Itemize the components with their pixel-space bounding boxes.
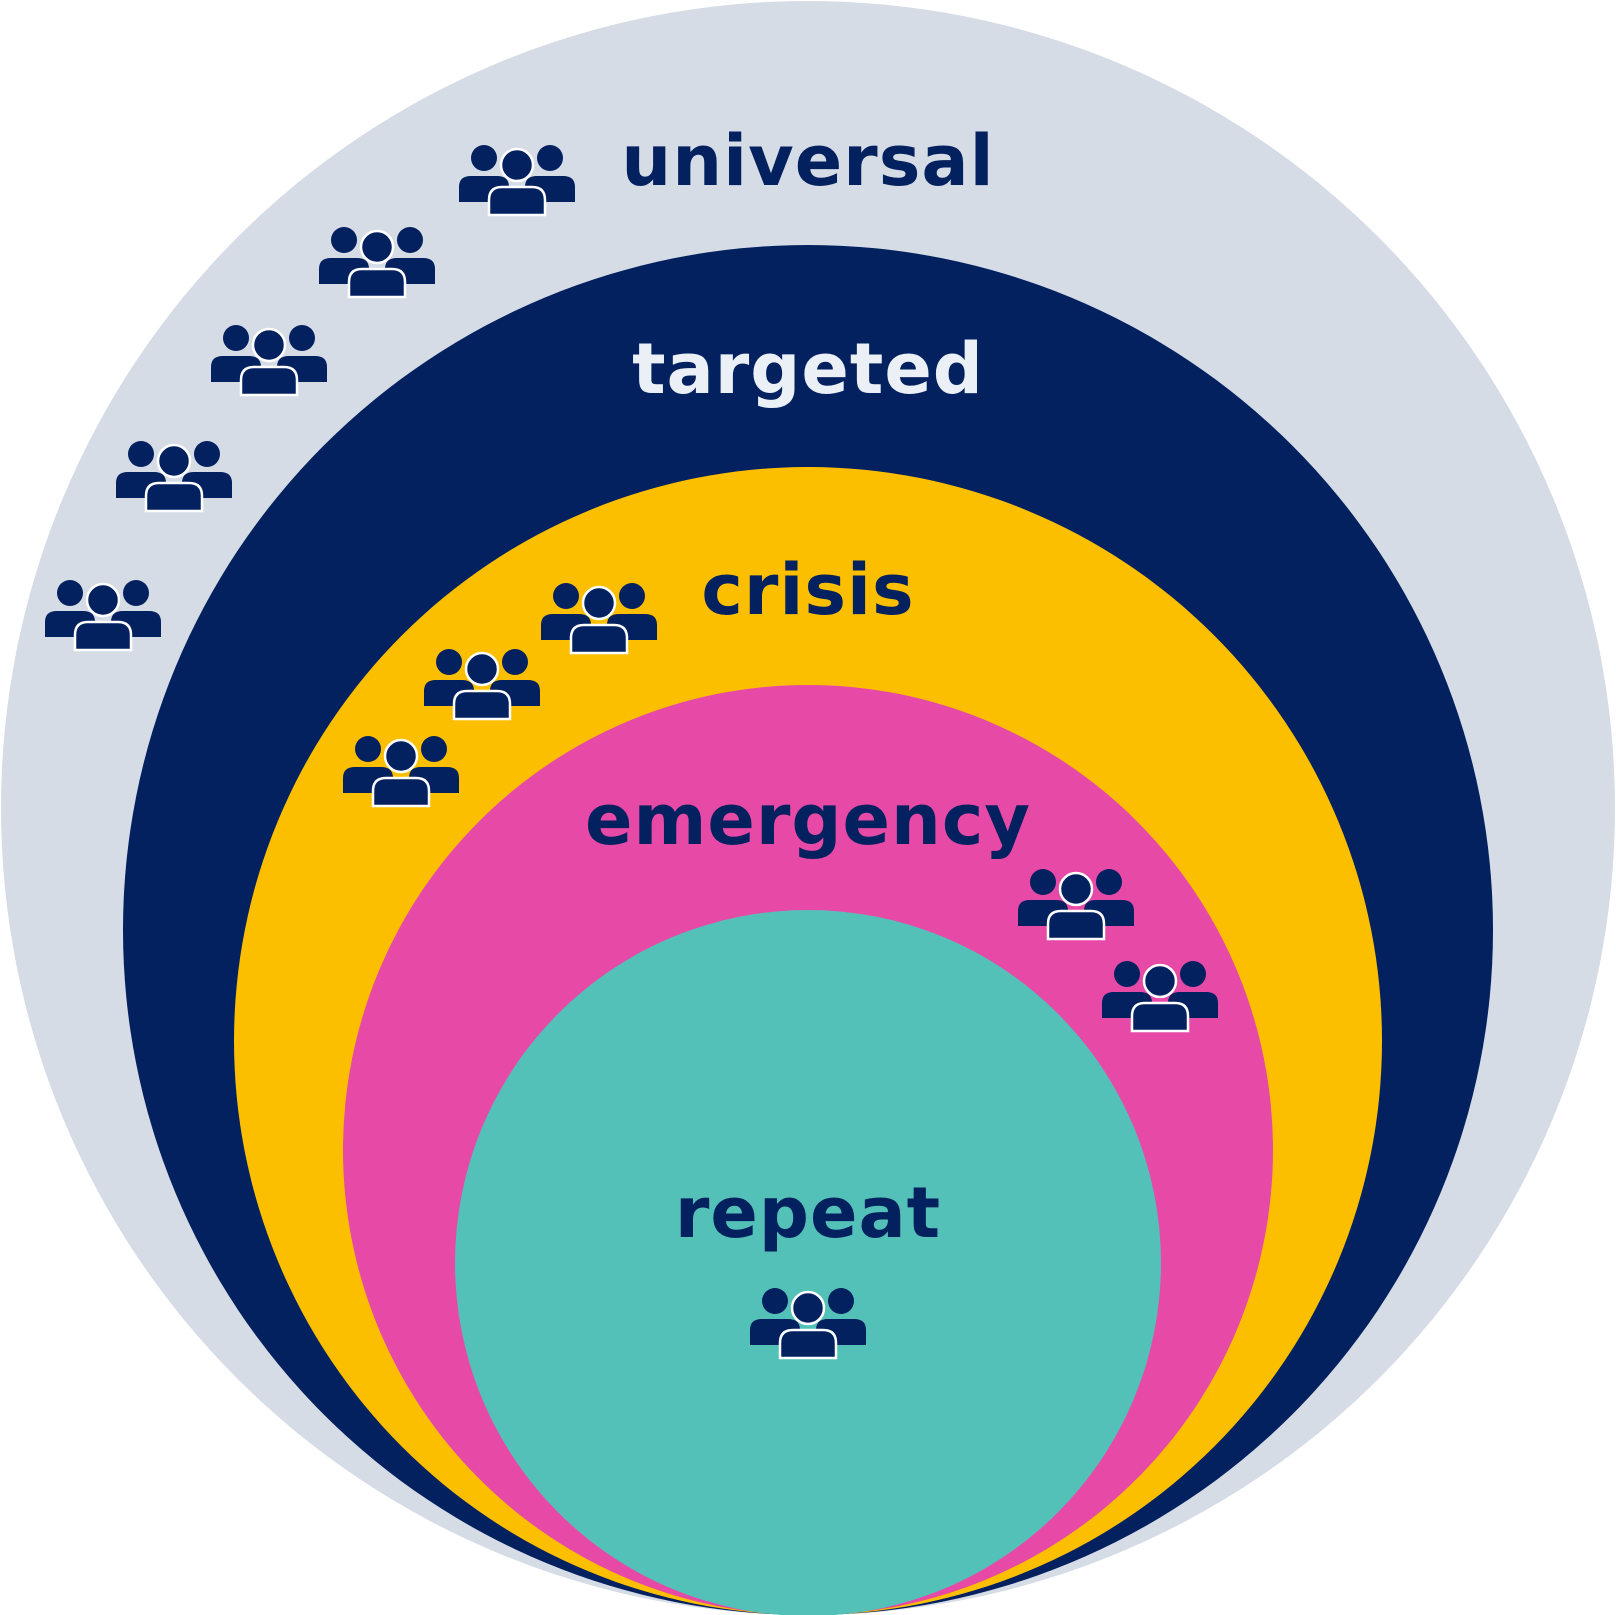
repeat-circle xyxy=(455,910,1161,1615)
universal-label: universal xyxy=(621,120,994,202)
repeat-label: repeat xyxy=(675,1172,941,1254)
emergency-label: emergency xyxy=(585,779,1031,861)
targeted-label: targeted xyxy=(632,328,984,410)
crisis-label: crisis xyxy=(701,549,914,631)
